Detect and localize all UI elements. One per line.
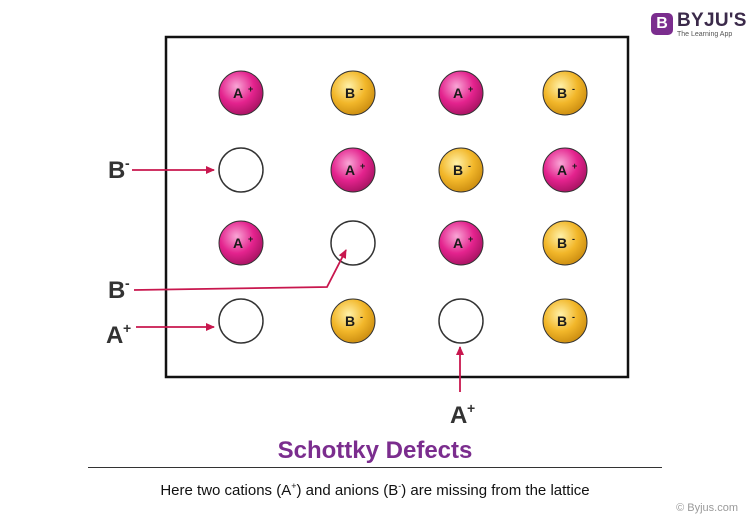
cation-site <box>438 70 484 116</box>
cation-site <box>330 147 376 193</box>
caption-sup-2: - <box>398 481 402 491</box>
ion-charge: - <box>572 84 575 94</box>
caption-part-2: ) and anions (B <box>296 482 399 499</box>
vacancy-site <box>218 147 264 193</box>
vacancy-label-charge: + <box>467 400 475 416</box>
anion-site <box>330 298 376 344</box>
ion-charge: - <box>360 312 363 322</box>
vacancy-label-charge: - <box>125 275 130 291</box>
ion-charge: - <box>572 234 575 244</box>
ion-symbol: B <box>453 162 463 178</box>
cation-site <box>218 70 264 116</box>
anion-site <box>542 220 588 266</box>
vacancy-label-symbol: A <box>450 402 467 429</box>
anion-site <box>438 147 484 193</box>
vacancy-site <box>438 298 484 344</box>
vacancy-arrows <box>132 166 464 392</box>
diagram-title: Schottky Defects <box>277 437 473 464</box>
vacancy-site <box>330 220 376 266</box>
brand-words: BYJU'S The Learning App <box>677 11 747 38</box>
ion-charge: - <box>572 312 575 322</box>
vacancy-label-symbol: A <box>106 322 123 349</box>
ion-charge: - <box>360 84 363 94</box>
ion-symbol: A <box>557 162 567 178</box>
ion-symbol: B <box>557 85 567 101</box>
divider <box>88 467 662 468</box>
vacancy-label-charge: + <box>123 320 131 336</box>
ion-symbol: A <box>233 235 243 251</box>
vacancy-arrow <box>133 249 347 291</box>
lattice-sites: A+B-A+B-A+B-A+A+A+B-B-B- <box>218 70 588 344</box>
caption-part-1: Here two cations (A <box>160 482 292 499</box>
ion-charge: + <box>248 234 253 244</box>
cation-site <box>438 220 484 266</box>
anion-site <box>330 70 376 116</box>
ion-charge: + <box>468 84 473 94</box>
anion-site <box>542 70 588 116</box>
diagram-caption: Here two cations (A+) and anions (B-) ar… <box>0 481 750 499</box>
cation-site <box>542 147 588 193</box>
vacancy-labels: B-B-A+A+ <box>106 155 475 429</box>
ion-charge: - <box>468 161 471 171</box>
vacancy-label-symbol: B <box>108 157 125 184</box>
brand-logo: B BYJU'S The Learning App <box>651 9 747 39</box>
vacancy-label-symbol: B <box>108 277 125 304</box>
ion-symbol: B <box>345 313 355 329</box>
caption-part-3: ) are missing from the lattice <box>401 482 590 499</box>
vacancy-label-charge: - <box>125 155 130 171</box>
ion-symbol: A <box>345 162 355 178</box>
anion-site <box>542 298 588 344</box>
brand-tagline: The Learning App <box>677 30 733 38</box>
brand-logo-icon: B <box>651 13 673 35</box>
caption-sup-1: + <box>291 481 297 491</box>
ion-symbol: A <box>453 235 463 251</box>
ion-symbol: B <box>557 235 567 251</box>
ion-symbol: A <box>233 85 243 101</box>
ion-charge: + <box>360 161 365 171</box>
watermark: © Byjus.com <box>676 502 738 514</box>
lattice-frame <box>164 35 630 379</box>
ion-symbol: B <box>345 85 355 101</box>
brand-name: BYJU'S <box>677 9 747 31</box>
vacancy-site <box>218 298 264 344</box>
cation-site <box>218 220 264 266</box>
ion-symbol: B <box>557 313 567 329</box>
ion-symbol: A <box>453 85 463 101</box>
ion-charge: + <box>468 234 473 244</box>
ion-charge: + <box>248 84 253 94</box>
ion-charge: + <box>572 161 577 171</box>
